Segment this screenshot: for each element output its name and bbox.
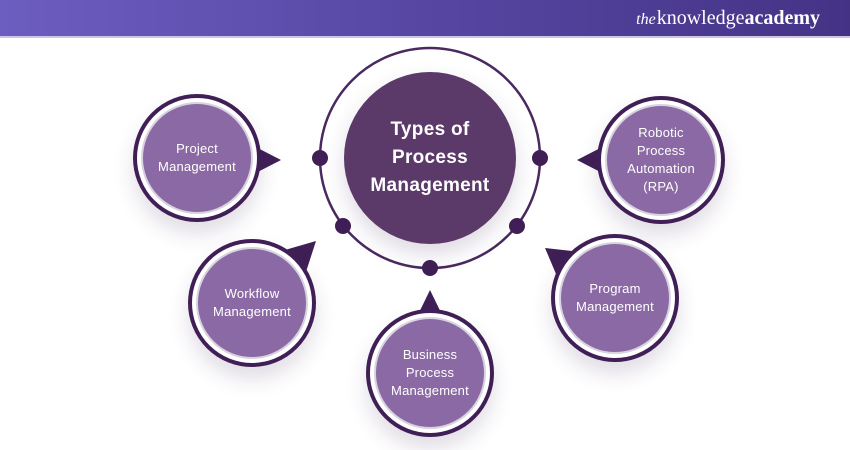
header-bar: theknowledgeacademy	[0, 0, 850, 38]
satellite-label-line: Project	[176, 141, 218, 156]
satellite-project-management-fill: Project Management	[141, 102, 253, 214]
satellite-label-line: Robotic	[638, 125, 684, 140]
hub-title-line: Process	[391, 147, 469, 168]
satellite-program-management-fill: Program Management	[559, 242, 671, 354]
ring-dot-bottom	[422, 260, 438, 276]
satellite-project-management: Project Management	[133, 94, 261, 222]
satellite-label-line: Business	[402, 347, 458, 362]
ring-dot-right	[532, 150, 548, 166]
satellite-label-line: Process	[636, 143, 686, 158]
satellite-label-line: Management	[158, 159, 236, 174]
process-management-diagram: Types of Process Management Project Mana…	[0, 38, 850, 450]
ring-dot-bottom-left	[335, 218, 351, 234]
ring-dot-bottom-right	[509, 218, 525, 234]
satellite-workflow-management-fill: Workflow Management	[196, 247, 308, 359]
hub-title-line: Management	[370, 175, 490, 196]
satellite-label-line: Automation	[627, 161, 695, 176]
satellite-label-line: Program	[589, 281, 641, 296]
satellite-robotic-process-automation: Robotic Process Automation (RPA)	[597, 96, 725, 224]
logo-academy: academy	[744, 7, 820, 29]
satellite-label-line: Management	[213, 304, 291, 319]
satellite-program-management: Program Management	[551, 234, 679, 362]
knowledge-academy-logo: theknowledgeacademy	[636, 8, 820, 28]
satellite-label-line: Management	[391, 383, 469, 398]
logo-the: the	[636, 11, 656, 28]
logo-knowledge: knowledge	[656, 7, 745, 29]
satellite-business-process-management-fill: Business Process Management	[374, 317, 486, 429]
satellite-robotic-process-automation-fill: Robotic Process Automation (RPA)	[605, 104, 717, 216]
hub-title-line: Types of	[390, 119, 470, 140]
satellite-workflow-management: Workflow Management	[188, 239, 316, 367]
satellite-label-line: Process	[405, 365, 455, 380]
hub-node-types-of-process-management: Types of Process Management	[344, 72, 516, 244]
satellite-business-process-management: Business Process Management	[366, 309, 494, 437]
ring-dot-left	[312, 150, 328, 166]
satellite-label-line: Management	[576, 299, 654, 314]
satellite-label-line: Workflow	[224, 286, 280, 301]
satellite-label-line: (RPA)	[643, 179, 679, 194]
